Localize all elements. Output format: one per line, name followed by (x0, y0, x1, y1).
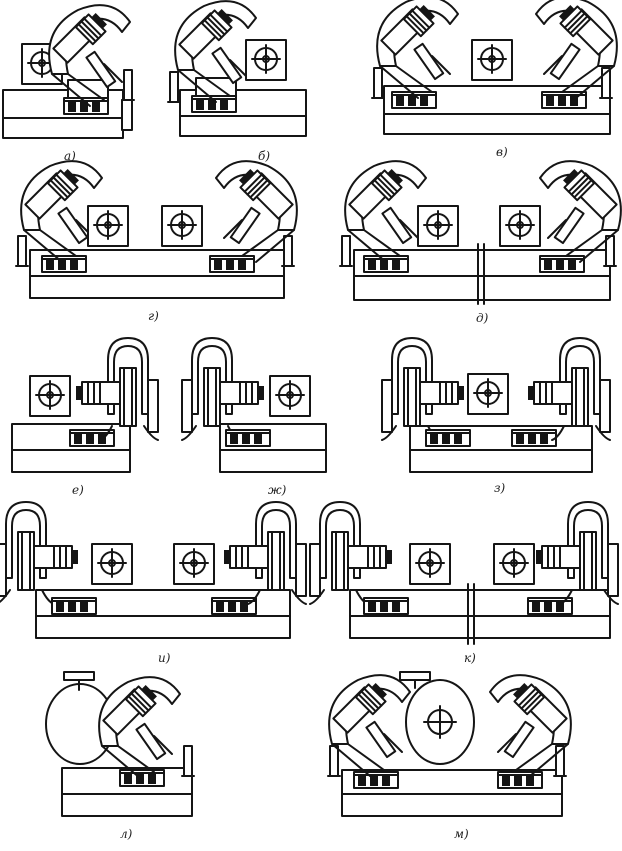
variant-e: е) (11, 337, 159, 497)
variant-m: м) (327, 671, 572, 841)
label-zh: ж) (268, 483, 287, 497)
variant-v: в) (371, 0, 618, 159)
label-a: а) (64, 149, 76, 163)
label-i: и) (158, 651, 171, 665)
variant-l: л) (45, 671, 195, 841)
label-m: м) (454, 827, 469, 841)
variant-z: з) (381, 337, 611, 495)
variant-k: к) (309, 501, 619, 665)
variant-i: и) (0, 501, 307, 665)
variant-d: д) (339, 160, 622, 325)
label-e: е) (72, 483, 84, 497)
variant-g: г) (15, 160, 298, 323)
label-k: к) (464, 651, 476, 665)
label-l: л) (120, 827, 133, 841)
label-g: г) (148, 309, 159, 323)
label-z: з) (494, 481, 506, 495)
label-d: д) (476, 311, 489, 325)
variant-a: а) (2, 4, 135, 163)
label-b: б) (258, 149, 270, 163)
variant-zh: ж) (181, 337, 327, 497)
label-v: в) (496, 145, 508, 159)
variant-b: б) (167, 0, 307, 163)
